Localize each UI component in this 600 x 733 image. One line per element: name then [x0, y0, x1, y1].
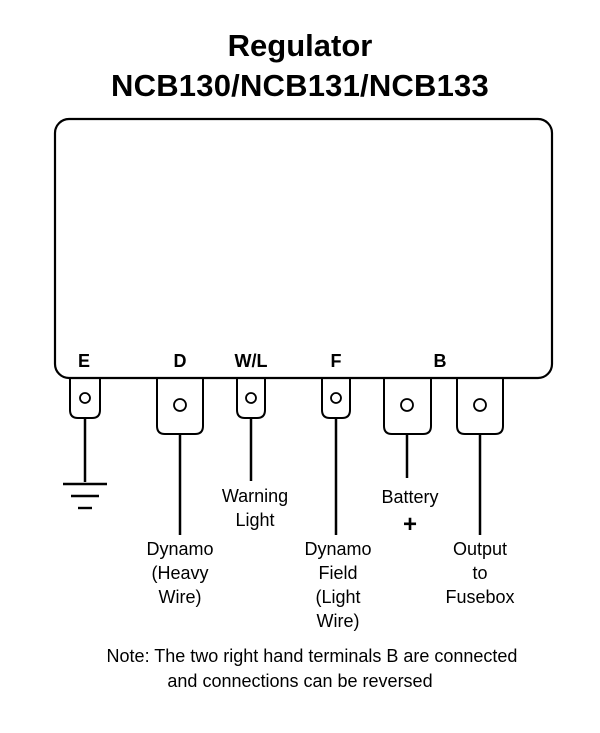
terminal-label-wl: W/L — [235, 351, 268, 371]
warning-light-label-line1: Warning — [222, 486, 288, 506]
diagram-subtitle: NCB130/NCB131/NCB133 — [111, 68, 489, 103]
terminal-label-b: B — [434, 351, 447, 371]
dynamo-field-label-line1: Dynamo — [304, 539, 371, 559]
terminal-e — [69, 378, 101, 482]
dynamo-label-line2: (Heavy — [151, 563, 208, 583]
dynamo-field-label-line3: (Light — [315, 587, 360, 607]
ground-icon — [63, 482, 107, 510]
dynamo-field-label-line4: Wire) — [317, 611, 360, 631]
terminal-d — [156, 378, 204, 535]
warning-light-label-line2: Light — [235, 510, 274, 530]
terminal-label-f: F — [331, 351, 342, 371]
note-line-1: Note: The two right hand terminals B are… — [106, 646, 518, 666]
regulator-body — [53, 117, 554, 380]
dynamo-label-line3: Wire) — [159, 587, 202, 607]
note-line-2: and connections can be reversed — [167, 671, 433, 691]
terminal-b-right — [456, 378, 504, 535]
terminal-label-d: D — [174, 351, 187, 371]
output-label-line3: Fusebox — [445, 587, 514, 607]
terminal-b-left — [383, 378, 432, 478]
terminal-wl — [236, 378, 266, 481]
battery-label: Battery — [381, 487, 438, 507]
output-label-line2: to — [472, 563, 487, 583]
battery-plus-sign: + — [403, 511, 417, 538]
terminal-f — [321, 378, 351, 535]
output-label-line1: Output — [453, 539, 507, 559]
dynamo-label-line1: Dynamo — [146, 539, 213, 559]
diagram-title: Regulator — [227, 28, 373, 63]
terminal-label-e: E — [78, 351, 90, 371]
dynamo-field-label-line2: Field — [318, 563, 357, 583]
